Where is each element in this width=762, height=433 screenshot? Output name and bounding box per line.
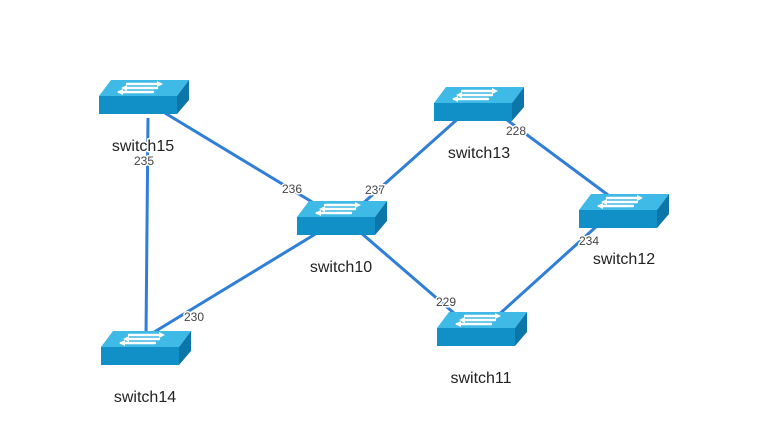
links-layer bbox=[144, 108, 613, 339]
switch-node-switch11[interactable]: switch11 bbox=[435, 310, 527, 389]
network-switch-icon[interactable] bbox=[295, 199, 387, 237]
port-label-236: 236 bbox=[282, 182, 302, 196]
switch-label: switch13 bbox=[448, 145, 510, 162]
port-label-235: 235 bbox=[134, 154, 154, 168]
link-switch13-switch12[interactable] bbox=[498, 112, 613, 200]
port-labels-layer: 235 236 230 237 229 228 234 bbox=[132, 123, 600, 326]
network-switch-icon[interactable] bbox=[432, 85, 524, 123]
switch-label: switch12 bbox=[593, 251, 655, 268]
switch-node-switch10[interactable]: switch10 bbox=[295, 199, 387, 278]
port-label-234: 234 bbox=[579, 234, 599, 248]
link-switch10-switch11[interactable] bbox=[359, 230, 463, 322]
port-label-230: 230 bbox=[184, 310, 204, 324]
switch-label: switch11 bbox=[450, 370, 511, 387]
network-switch-icon[interactable] bbox=[435, 310, 527, 348]
port-label-229: 229 bbox=[436, 295, 456, 309]
switch-node-switch13[interactable]: switch13 bbox=[432, 85, 524, 164]
port-label-237: 237 bbox=[365, 183, 385, 197]
link-switch15-switch14[interactable] bbox=[144, 117, 150, 337]
link-switch15-switch10[interactable] bbox=[159, 108, 323, 210]
link-switch11-switch12[interactable] bbox=[493, 223, 600, 320]
switches-layer: switch15 switch14 switch10 switch13 switch12… bbox=[97, 78, 669, 408]
network-switch-icon[interactable] bbox=[577, 192, 669, 230]
network-switch-icon[interactable] bbox=[97, 78, 189, 116]
switch-node-switch12[interactable]: switch12 bbox=[577, 192, 669, 270]
switch-label: switch10 bbox=[310, 259, 372, 276]
switch-node-switch14[interactable]: switch14 bbox=[99, 329, 191, 408]
switch-node-switch15[interactable]: switch15 bbox=[97, 78, 189, 157]
network-switch-icon[interactable] bbox=[99, 329, 191, 367]
link-switch10-switch13[interactable] bbox=[359, 114, 462, 208]
switch-label: switch14 bbox=[114, 389, 176, 406]
port-label-228: 228 bbox=[506, 124, 526, 138]
link-switch14-switch10[interactable] bbox=[145, 228, 323, 339]
switch-label: switch15 bbox=[112, 138, 174, 155]
